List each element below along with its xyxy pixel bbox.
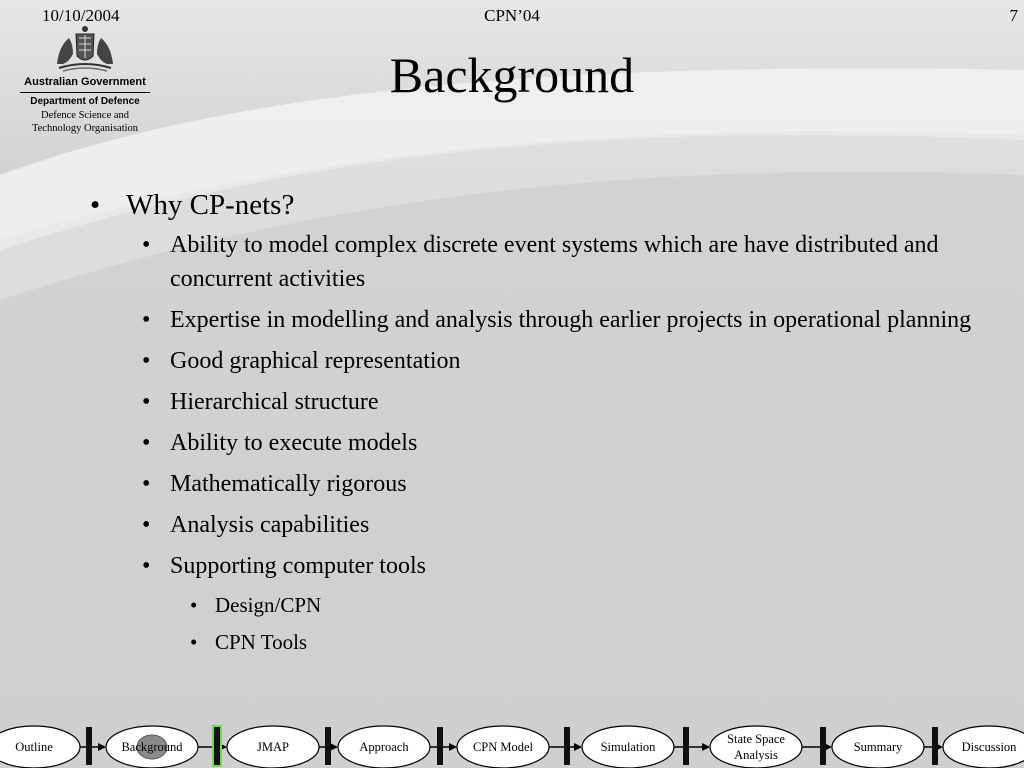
government-logo: Australian Government Department of Defe… bbox=[20, 24, 150, 135]
nav-label-line: Simulation bbox=[600, 740, 656, 754]
nav-separator-bar bbox=[564, 727, 570, 765]
slide-content: Why CP-nets? Ability to model complex di… bbox=[90, 188, 990, 664]
sub-sub-bullet: CPN Tools bbox=[90, 627, 990, 657]
sub-bullet: Expertise in modelling and analysis thro… bbox=[90, 303, 990, 337]
navigation-diagram bbox=[0, 725, 1024, 768]
logo-government-text: Australian Government bbox=[20, 76, 150, 93]
nav-current-indicator bbox=[136, 734, 168, 760]
sub-bullet: Good graphical representation bbox=[90, 344, 990, 378]
nav-label[interactable]: CPN Model bbox=[448, 739, 558, 755]
section-navigation: Outline Background JMAP Approach CPN Model Si… bbox=[0, 718, 1024, 768]
nav-arrowhead bbox=[702, 743, 710, 751]
header-conference: CPN’04 bbox=[484, 6, 540, 25]
nav-label[interactable]: Background bbox=[97, 739, 207, 755]
nav-label-line: Summary bbox=[853, 740, 903, 754]
nav-label-line: Background bbox=[121, 740, 183, 754]
nav-label[interactable]: JMAP bbox=[218, 739, 328, 755]
page-number: 7 bbox=[1009, 6, 1019, 25]
nav-node-3[interactable] bbox=[337, 725, 431, 768]
nav-separator-bar bbox=[820, 727, 826, 765]
nav-node-7[interactable] bbox=[831, 725, 925, 768]
nav-separator-bar bbox=[437, 727, 443, 765]
nav-node-8[interactable] bbox=[942, 725, 1024, 768]
logo-department-text: Department of Defence bbox=[30, 96, 140, 107]
nav-node-2[interactable] bbox=[226, 725, 320, 768]
nav-label-line: Approach bbox=[359, 740, 409, 754]
coat-of-arms-icon bbox=[57, 26, 113, 72]
main-bullet: Why CP-nets? bbox=[90, 188, 990, 222]
nav-label[interactable]: Outline bbox=[0, 739, 89, 755]
nav-arrowhead bbox=[574, 743, 582, 751]
nav-node-5[interactable] bbox=[581, 725, 675, 768]
nav-node-4[interactable] bbox=[456, 725, 550, 768]
nav-node-6[interactable] bbox=[709, 725, 803, 768]
nav-arrowhead bbox=[98, 743, 106, 751]
sub-sub-bullet: Design/CPN bbox=[90, 590, 990, 620]
nav-label-line: State Space bbox=[727, 732, 785, 746]
nav-separator-bar bbox=[932, 727, 938, 765]
nav-label-line: Outline bbox=[15, 740, 53, 754]
nav-arrowhead bbox=[330, 743, 338, 751]
sub-bullet: Analysis capabilities bbox=[90, 508, 990, 542]
logo-organisation-line2: Technology Organisation bbox=[31, 123, 139, 134]
nav-label[interactable]: Approach bbox=[329, 739, 439, 755]
nav-arrowhead bbox=[449, 743, 457, 751]
nav-separator-bar bbox=[325, 727, 331, 765]
sub-bullet: Ability to execute models bbox=[90, 426, 990, 460]
nav-node-0[interactable] bbox=[0, 725, 81, 768]
nav-label[interactable]: Simulation bbox=[573, 739, 683, 755]
nav-label-line: Discussion bbox=[961, 740, 1017, 754]
header-date: 10/10/2004 bbox=[42, 6, 120, 25]
nav-label-line: CPN Model bbox=[472, 740, 534, 754]
nav-label[interactable]: Discussion bbox=[934, 739, 1024, 755]
sub-bullet: Mathematically rigorous bbox=[90, 467, 990, 501]
sub-bullet: Supporting computer tools bbox=[90, 549, 990, 583]
sub-bullet: Ability to model complex discrete event … bbox=[90, 228, 990, 296]
sub-bullet: Hierarchical structure bbox=[90, 385, 990, 419]
nav-label[interactable]: Summary bbox=[823, 739, 933, 755]
nav-label-line: JMAP bbox=[257, 740, 289, 754]
slide-title: Background bbox=[389, 47, 635, 103]
nav-separator-bar bbox=[86, 727, 92, 765]
nav-separator-bar bbox=[683, 727, 689, 765]
logo-organisation-line1: Defence Science and bbox=[40, 110, 130, 121]
nav-separator-bar bbox=[214, 727, 220, 765]
nav-label-line: Analysis bbox=[734, 748, 778, 762]
